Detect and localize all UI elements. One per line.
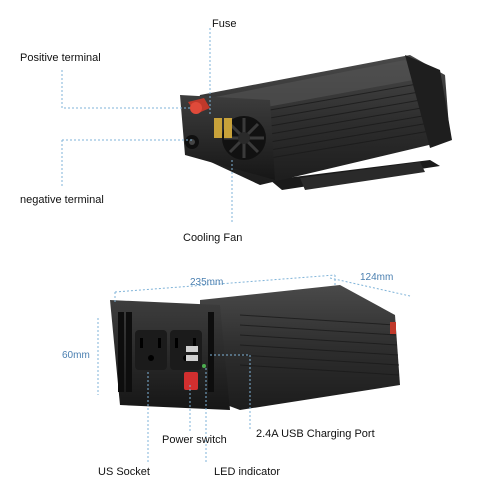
us-socket-label: US Socket — [98, 466, 150, 478]
positive-terminal-label: Positive terminal — [20, 52, 101, 64]
height-dimension: 60mm — [62, 350, 90, 361]
led-indicator-label: LED indicator — [214, 466, 281, 478]
cooling-fan-label: Cooling Fan — [183, 232, 243, 244]
depth-dimension: 124mm — [360, 272, 394, 283]
negative-terminal-label: negative terminal — [20, 194, 104, 206]
bottom-inverter — [110, 285, 400, 410]
top-inverter — [180, 55, 452, 190]
width-dimension: 235mm — [190, 277, 224, 288]
fuse-label: Fuse — [212, 18, 237, 30]
power-switch-label: Power switch — [162, 434, 227, 446]
usb-port-label: 2.4A USB Charging Port — [256, 428, 375, 440]
